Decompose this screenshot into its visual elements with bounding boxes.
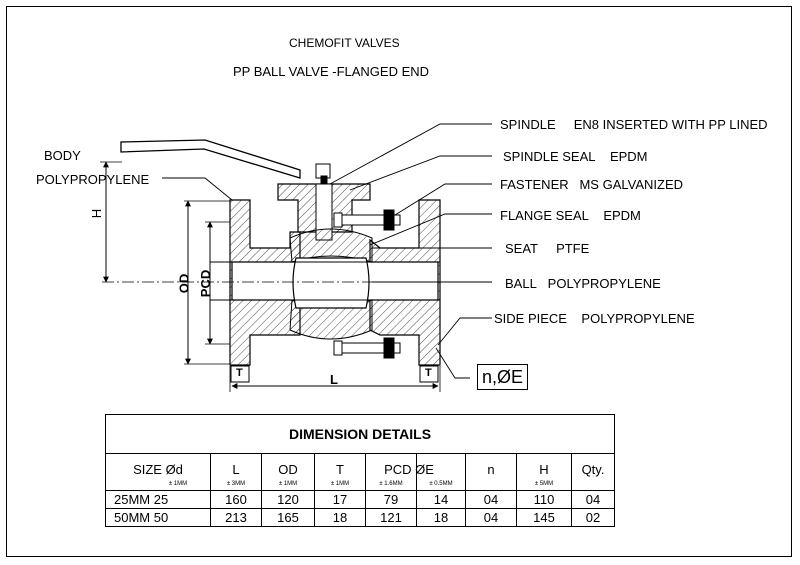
table-cell: 165 bbox=[261, 508, 315, 527]
dim-t-right-label: T bbox=[425, 367, 432, 379]
flange-seal-part: FLANGE SEAL bbox=[500, 208, 589, 223]
dim-t-left-label: T bbox=[236, 367, 243, 379]
table-cell: 110 bbox=[516, 490, 572, 509]
spindle-seal-material: EPDM bbox=[609, 149, 648, 164]
table-cell: 50MM 50 bbox=[105, 508, 211, 527]
left-flange bbox=[229, 199, 301, 366]
dimension-table: DIMENSION DETAILS SIZE Ød± 1MM L± 3MM OD… bbox=[105, 414, 615, 527]
table-cell: 14 bbox=[416, 490, 466, 509]
spindle-seal-label: SPINDLE SEAL EPDM bbox=[503, 149, 648, 164]
body-material-label: POLYPROPYLENE bbox=[36, 172, 150, 187]
seat-material: PTFE bbox=[556, 241, 590, 256]
table-header-row: SIZE Ød± 1MM L± 3MM OD± 1MM T± 1MM PCD Ø… bbox=[105, 453, 615, 491]
side-piece-material: POLYPROPYLENE bbox=[581, 311, 695, 326]
table-cell: 04 bbox=[571, 490, 615, 509]
table-row: 50MM 50 213 165 18 121 18 04 145 02 bbox=[105, 508, 615, 527]
ball-material: POLYPROPYLENE bbox=[547, 276, 661, 291]
body-label: BODY bbox=[44, 148, 81, 163]
header-cell: SIZE Ød± 1MM bbox=[105, 453, 211, 491]
header-cell: T± 1MM bbox=[314, 453, 366, 491]
company-title: CHEMOFIT VALVES bbox=[289, 36, 400, 50]
fastener-top bbox=[333, 209, 401, 231]
side-piece-label: SIDE PIECE POLYPROPYLENE bbox=[494, 311, 695, 326]
spindle-label: SPINDLE EN8 INSERTED WITH PP LINED bbox=[500, 117, 768, 132]
table-cell: 18 bbox=[416, 508, 466, 527]
table-cell: 18 bbox=[314, 508, 366, 527]
table-cell: 120 bbox=[261, 490, 315, 509]
dim-h-label: H bbox=[89, 208, 105, 219]
table-cell: 213 bbox=[210, 508, 262, 527]
table-cell: 25MM 25 bbox=[105, 490, 211, 509]
table-row: 25MM 25 160 120 17 79 14 04 110 04 bbox=[105, 490, 615, 509]
header-cell: Qty. bbox=[571, 453, 615, 491]
fastener-part: FASTENER bbox=[500, 177, 569, 192]
spindle-part: SPINDLE bbox=[500, 117, 556, 132]
table-cell: 17 bbox=[314, 490, 366, 509]
table-cell: 160 bbox=[210, 490, 262, 509]
table-cell: 04 bbox=[465, 508, 517, 527]
fastener-material: MS GALVANIZED bbox=[579, 177, 684, 192]
fastener-label: FASTENER MS GALVANIZED bbox=[500, 177, 683, 192]
product-title: PP BALL VALVE -FLANGED END bbox=[233, 64, 430, 79]
table-cell: 145 bbox=[516, 508, 572, 527]
body-shell bbox=[289, 228, 373, 263]
holes-callout: n,ØE bbox=[477, 364, 529, 390]
spindle-nut bbox=[315, 163, 331, 185]
table-cell: 79 bbox=[365, 490, 417, 509]
side-piece-part: SIDE PIECE bbox=[494, 311, 567, 326]
flange-seal-material: EPDM bbox=[603, 208, 641, 223]
table-title: DIMENSION DETAILS bbox=[105, 414, 615, 454]
header-cell: OD± 1MM bbox=[261, 453, 315, 491]
header-cell: L± 3MM bbox=[210, 453, 262, 491]
dim-od-label: OD bbox=[176, 273, 192, 294]
spindle-seal-part: SPINDLE SEAL bbox=[503, 149, 596, 164]
seat-label: SEAT PTFE bbox=[505, 241, 589, 256]
ball bbox=[292, 257, 370, 309]
seat-part: SEAT bbox=[505, 241, 538, 256]
table-cell: 02 bbox=[571, 508, 615, 527]
dim-l-label: L bbox=[330, 372, 338, 387]
table-cell: 121 bbox=[365, 508, 417, 527]
ball-label: BALL POLYPROPYLENE bbox=[505, 276, 661, 291]
header-cell: n bbox=[465, 453, 517, 491]
leader-lines bbox=[162, 123, 492, 379]
drawing-border bbox=[6, 6, 792, 557]
header-cell: H± 5MM bbox=[516, 453, 572, 491]
dim-pcd-label: PCD bbox=[198, 269, 214, 298]
ball-part: BALL bbox=[505, 276, 537, 291]
header-cell: ± 0.5MM bbox=[416, 453, 466, 491]
fastener-bottom bbox=[333, 337, 401, 359]
header-cell: PCD ØE± 1.6MM bbox=[365, 453, 434, 491]
spindle-material: EN8 INSERTED WITH PP LINED bbox=[573, 117, 768, 132]
flange-seal-label: FLANGE SEAL EPDM bbox=[500, 208, 641, 223]
table-cell: 04 bbox=[465, 490, 517, 509]
lever-handle bbox=[120, 139, 301, 179]
